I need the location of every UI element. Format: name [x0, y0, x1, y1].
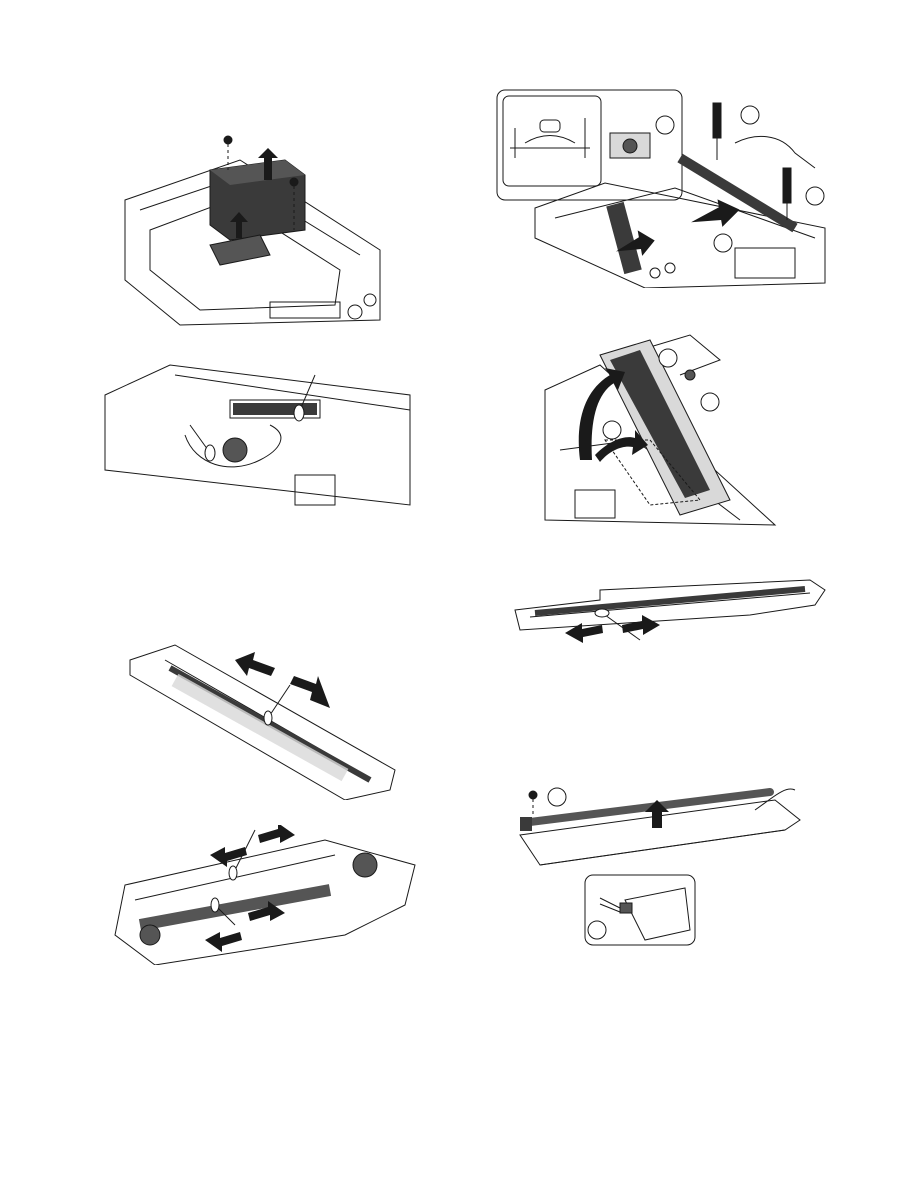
roller-part	[140, 890, 330, 925]
arrow-bidirectional-icon	[565, 615, 660, 643]
fig-roller-cleaning	[105, 825, 425, 965]
motor-part	[223, 438, 247, 462]
cover-part	[210, 160, 305, 240]
sensor-bracket	[606, 202, 642, 274]
swab-icon	[264, 685, 290, 725]
screw-icon	[529, 791, 537, 816]
fig-rail-cleaning	[125, 640, 400, 800]
fig-glass-cleaning	[510, 575, 830, 650]
bracket-part	[210, 235, 270, 265]
fig-lens-cleaning	[100, 355, 420, 515]
fig-sensor-unit-lift	[540, 330, 780, 530]
fig-cover-removal	[120, 130, 390, 330]
arrow-bidirectional-icon	[205, 825, 295, 952]
fig-lamp-removal	[515, 780, 805, 950]
glass-strip	[535, 589, 805, 613]
callout-marker	[656, 106, 824, 252]
screw-icon	[685, 370, 695, 380]
fig-sensor-unit-slide	[495, 88, 830, 288]
hand-icon	[735, 136, 815, 168]
connector-icon	[600, 898, 632, 913]
screw-icon	[623, 139, 637, 153]
arrow-bidirectional-icon	[235, 652, 330, 708]
